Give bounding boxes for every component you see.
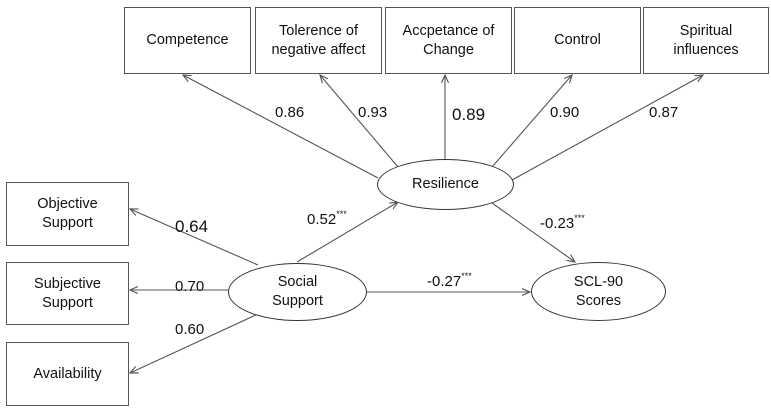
arrow-resilience-spiritual <box>511 75 703 181</box>
loading-control: 0.90 <box>550 104 580 121</box>
path-social-scl-value: -0.27 <box>427 273 462 290</box>
latent-social-support: Social Support <box>228 263 367 321</box>
path-resilience-scl: -0.23*** <box>540 213 585 232</box>
loading-spiritual: 0.87 <box>649 104 679 121</box>
path-social-resilience-stars: *** <box>336 209 347 219</box>
loading-subjective: 0.70 <box>175 278 205 295</box>
arrow-resilience-tolerence <box>320 75 399 168</box>
indicator-control: Control <box>514 7 641 74</box>
loading-acceptance: 0.89 <box>452 105 486 124</box>
indicator-competence: Competence <box>124 7 251 74</box>
arrow-resilience-control <box>491 75 572 168</box>
indicator-subjective-support: Subjective Support <box>6 262 129 325</box>
path-social-scl: -0.27*** <box>427 271 472 290</box>
path-social-resilience: 0.52*** <box>307 209 347 228</box>
path-social-scl-stars: *** <box>461 271 472 281</box>
arrow-resilience-competence <box>183 75 379 179</box>
arrow-social-availability <box>130 313 259 373</box>
loading-objective: 0.64 <box>175 217 209 236</box>
arrow-social-resilience <box>296 202 398 263</box>
path-resilience-scl-stars: *** <box>574 213 585 223</box>
loading-tolerence: 0.93 <box>358 104 388 121</box>
path-social-resilience-value: 0.52 <box>307 211 337 228</box>
latent-resilience: Resilience <box>377 159 514 210</box>
indicator-acceptance-of-change: Accpetance of Change <box>385 7 512 74</box>
loading-competence: 0.86 <box>275 104 305 121</box>
loading-availability: 0.60 <box>175 321 205 338</box>
arrow-social-objective <box>130 209 259 266</box>
indicator-tolerence-of-negative-affect: Tolerence of negative affect <box>255 7 382 74</box>
indicator-objective-support: Objective Support <box>6 182 129 246</box>
indicator-spiritual-influences: Spiritual influences <box>643 7 769 74</box>
path-resilience-scl-value: -0.23 <box>540 215 575 232</box>
indicator-availability: Availability <box>6 342 129 406</box>
arrow-resilience-scl <box>491 202 575 262</box>
latent-scl90-scores: SCL-90 Scores <box>531 262 666 321</box>
